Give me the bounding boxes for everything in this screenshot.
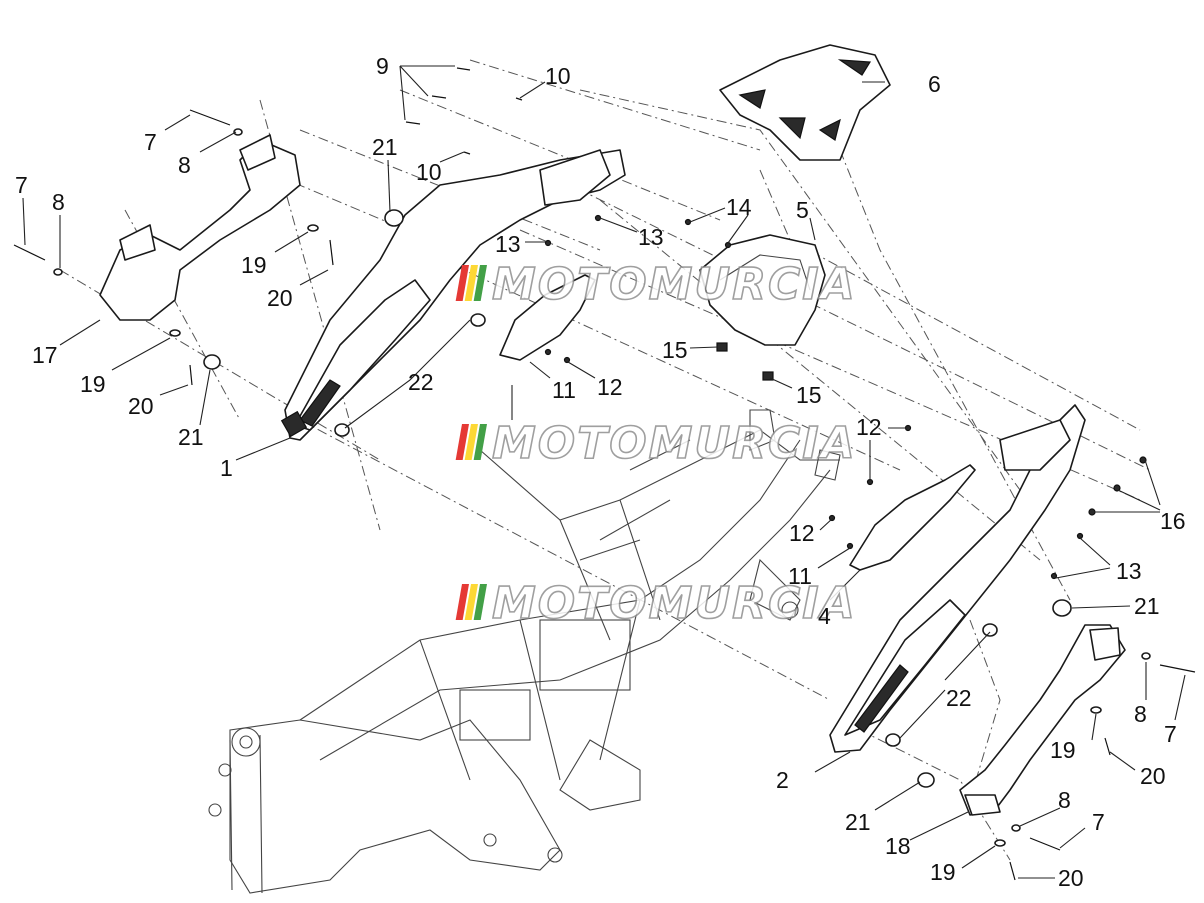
callout-19: 19 bbox=[1050, 737, 1076, 763]
callout-12: 12 bbox=[597, 374, 623, 400]
callout-20: 20 bbox=[1058, 865, 1084, 891]
callout-14: 14 bbox=[726, 194, 752, 220]
callout-8: 8 bbox=[1134, 701, 1147, 727]
callout-7: 7 bbox=[144, 129, 157, 155]
left-side-fairing bbox=[280, 149, 626, 441]
callout-22: 22 bbox=[946, 685, 972, 711]
callout-21: 21 bbox=[845, 809, 871, 835]
watermark-logo-3: MOTOMURCIA bbox=[455, 577, 857, 630]
left-cover-part-3 bbox=[499, 274, 596, 361]
callout-15: 15 bbox=[662, 337, 688, 363]
callout-9: 9 bbox=[376, 53, 389, 79]
callout-7: 7 bbox=[1092, 809, 1105, 835]
callout-5: 5 bbox=[796, 197, 809, 223]
callout-21: 21 bbox=[1134, 593, 1160, 619]
callout-8: 8 bbox=[52, 189, 65, 215]
callout-10: 10 bbox=[545, 63, 571, 89]
left-footrest-bracket bbox=[99, 134, 301, 321]
callout-12: 12 bbox=[789, 520, 815, 546]
callout-21: 21 bbox=[372, 134, 398, 160]
watermark-logo-1: MOTOMURCIA bbox=[455, 258, 857, 311]
callout-13: 13 bbox=[1116, 558, 1142, 584]
callout-13: 13 bbox=[495, 231, 521, 257]
callout-15: 15 bbox=[796, 382, 822, 408]
callout-16: 16 bbox=[1160, 508, 1186, 534]
callout-8: 8 bbox=[178, 152, 191, 178]
callout-19: 19 bbox=[80, 371, 106, 397]
tail-light-housing bbox=[699, 234, 826, 346]
rear-grab-handle bbox=[719, 44, 891, 161]
callout-21: 21 bbox=[178, 424, 204, 450]
watermark-text: MOTOMURCIA bbox=[492, 259, 857, 310]
callout-4: 4 bbox=[818, 603, 831, 629]
callout-10: 10 bbox=[416, 159, 442, 185]
callout-20: 20 bbox=[128, 393, 154, 419]
callout-20: 20 bbox=[1140, 763, 1166, 789]
watermark-logo-2: MOTOMURCIA bbox=[455, 417, 857, 470]
callout-19: 19 bbox=[241, 252, 267, 278]
callout-22: 22 bbox=[408, 369, 434, 395]
callout-2: 2 bbox=[776, 767, 789, 793]
callout-11: 11 bbox=[788, 563, 812, 589]
callout-8: 8 bbox=[1058, 787, 1071, 813]
right-footrest-bracket bbox=[959, 624, 1126, 816]
fasteners bbox=[13, 67, 1196, 881]
callout-7: 7 bbox=[15, 172, 28, 198]
right-side-fairing bbox=[829, 404, 1086, 753]
callout-6: 6 bbox=[928, 71, 941, 97]
callout-20: 20 bbox=[267, 285, 293, 311]
watermark-text: MOTOMURCIA bbox=[492, 418, 857, 469]
callout-13: 13 bbox=[638, 224, 664, 250]
callout-1: 1 bbox=[220, 455, 233, 481]
callout-19: 19 bbox=[930, 859, 956, 885]
right-cover-part-4 bbox=[849, 464, 976, 571]
callout-7: 7 bbox=[1164, 721, 1177, 747]
leader-lines bbox=[22, 65, 1186, 879]
callout-12: 12 bbox=[856, 414, 882, 440]
callout-labels: 9 10 10 21 7 8 7 8 19 20 17 19 20 21 1 2… bbox=[15, 53, 1186, 891]
callout-18: 18 bbox=[885, 833, 911, 859]
watermark-text: MOTOMURCIA bbox=[492, 578, 857, 629]
callout-17: 17 bbox=[32, 342, 58, 368]
callout-11: 11 bbox=[552, 377, 576, 403]
frame-chassis bbox=[208, 409, 841, 894]
